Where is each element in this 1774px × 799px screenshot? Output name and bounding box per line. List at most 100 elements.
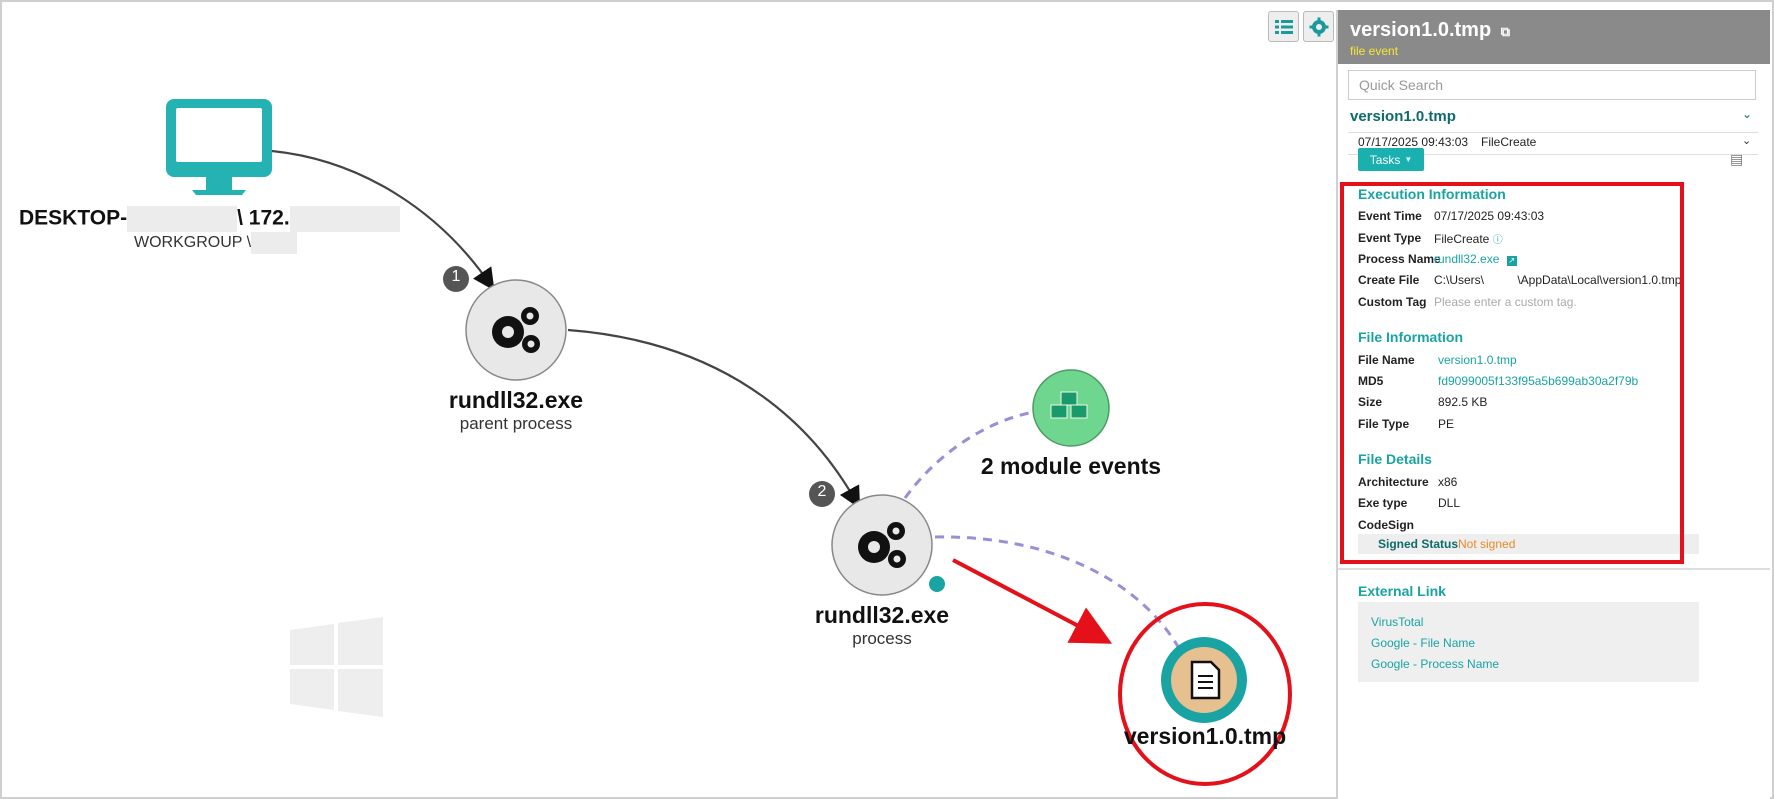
size-value: 892.5 KB	[1438, 395, 1488, 409]
edge-process-to-module	[903, 410, 1035, 499]
file-name-value[interactable]: version1.0.tmp	[1438, 353, 1517, 367]
gears-icon	[858, 522, 906, 568]
divider	[1338, 568, 1770, 570]
module-events-text: 2 module events	[980, 453, 1162, 479]
file-node[interactable]	[1161, 637, 1247, 723]
monitor-icon[interactable]	[166, 99, 272, 195]
file-type-value: PE	[1438, 417, 1455, 431]
list-view-button[interactable]	[1268, 11, 1299, 42]
event-time-label: Event Time	[1358, 209, 1422, 223]
panel-header: version1.0.tmp ⧉ file event	[1338, 10, 1770, 64]
redacted-block	[289, 206, 400, 232]
create-file-label: Create File	[1358, 273, 1420, 287]
details-highlight-box	[1340, 182, 1684, 564]
quick-search-input[interactable]	[1348, 70, 1756, 100]
object-name[interactable]: version1.0.tmp	[1350, 108, 1456, 125]
panel-subtitle: file event	[1350, 44, 1399, 58]
status-dot	[929, 576, 945, 592]
exe-type-value: DLL	[1438, 496, 1461, 510]
file-name-label: File Name	[1358, 353, 1415, 367]
external-link-heading: External Link	[1358, 583, 1446, 599]
file-name-text: version1.0.tmp	[1123, 723, 1287, 749]
custom-tag-label: Custom Tag	[1358, 295, 1427, 309]
step-badge-2	[809, 481, 835, 507]
parent-process-name: rundll32.exe	[448, 387, 584, 413]
process-name-label: Process Name	[1358, 252, 1441, 266]
graph-edges	[166, 99, 1292, 786]
file-details-heading: File Details	[1358, 451, 1432, 467]
step-badge-1	[443, 266, 469, 292]
cubes-icon	[1050, 391, 1088, 419]
host-workgroup-label: WORKGROUP \	[134, 232, 298, 254]
event-type-label: Event Type	[1358, 231, 1422, 245]
panel-title-text: version1.0.tmp	[1350, 19, 1492, 41]
step-badge-1-label: 1	[451, 268, 461, 285]
process-label: rundll32.exe process	[762, 602, 1002, 649]
file-info-heading: File Information	[1358, 329, 1463, 345]
open-link-icon[interactable]: ↗	[1506, 256, 1517, 266]
architecture-label: Architecture	[1358, 475, 1429, 489]
md5-value[interactable]: fd9099005f133f95a5b699ab30a2f79b	[1438, 374, 1639, 388]
windows-logo-icon	[290, 617, 383, 717]
chevron-down-icon[interactable]: ⌄	[1742, 135, 1752, 147]
event-datetime[interactable]: 07/17/2025 09:43:03	[1358, 135, 1469, 149]
module-node[interactable]	[1032, 369, 1110, 447]
external-links-box: VirusTotal Google - File Name Google - P…	[1358, 602, 1699, 682]
parent-process-label: rundll32.exe parent process	[396, 387, 636, 434]
execution-info-heading: Execution Information	[1358, 186, 1506, 202]
gear-icon	[1309, 17, 1328, 36]
md5-label: MD5	[1358, 374, 1384, 388]
file-label[interactable]: version1.0.tmp	[1100, 723, 1310, 750]
event-type-text: FileCreate	[1434, 232, 1490, 246]
edge-file-create-arrow	[952, 558, 1113, 644]
process-name-link[interactable]: rundll32.exe	[1434, 252, 1500, 266]
architecture-value: x86	[1438, 475, 1458, 489]
process-node[interactable]	[831, 494, 945, 596]
host-name-label: DESKTOP-\ 172.	[19, 206, 400, 232]
create-file-value: C:\Users\ \AppData\Local\version1.0.tmp	[1434, 273, 1682, 287]
list-icon	[1274, 19, 1293, 34]
process-name-value[interactable]: rundll32.exe ↗	[1434, 252, 1517, 266]
chevron-down-icon[interactable]: ⌄	[1742, 107, 1753, 121]
parent-process-node[interactable]	[465, 279, 567, 381]
size-label: Size	[1358, 395, 1383, 409]
tasks-button[interactable]: Tasks ▼	[1358, 148, 1424, 171]
link-google-process-name[interactable]: Google - Process Name	[1371, 657, 1500, 671]
event-action[interactable]: FileCreate	[1481, 135, 1537, 149]
link-virustotal[interactable]: VirusTotal	[1371, 615, 1424, 629]
detail-panel: version1.0.tmp ⧉ file event version1.0.t…	[1336, 10, 1770, 799]
settings-button[interactable]	[1303, 11, 1334, 42]
caret-down-icon: ▼	[1404, 155, 1413, 164]
file-highlight-circle	[1118, 602, 1292, 786]
divider	[1348, 132, 1758, 133]
divider	[1348, 154, 1758, 155]
event-time-value: 07/17/2025 09:43:03	[1434, 209, 1545, 223]
edge-parent-to-process	[567, 328, 861, 509]
step-badge-2-label: 2	[817, 483, 827, 500]
redacted-block	[127, 206, 238, 232]
parent-process-role: parent process	[459, 414, 573, 433]
file-type-label: File Type	[1358, 417, 1410, 431]
edge-host-to-parent	[271, 149, 495, 291]
custom-tag-input[interactable]: Please enter a custom tag.	[1434, 295, 1577, 309]
tasks-label: Tasks	[1369, 152, 1401, 167]
workgroup-text: WORKGROUP \	[134, 234, 252, 252]
panel-title: version1.0.tmp ⧉	[1350, 19, 1510, 42]
signed-status-value: Not signed	[1458, 537, 1516, 551]
exe-type-label: Exe type	[1358, 496, 1408, 510]
link-google-file-name[interactable]: Google - File Name	[1371, 636, 1476, 650]
codesign-label: CodeSign	[1358, 518, 1414, 532]
signed-status-label: Signed Status	[1378, 537, 1459, 551]
process-graph[interactable]: 1 2 DESKTOP-\ 172. WORKGROUP \ rundll32.…	[0, 0, 1336, 799]
help-icon[interactable]: ⓘ	[1492, 235, 1503, 246]
gears-icon	[492, 307, 540, 353]
module-events-label[interactable]: 2 module events	[961, 453, 1181, 480]
redacted-block	[251, 232, 298, 254]
signed-status-row: Signed Status Not signed	[1358, 534, 1699, 554]
process-name: rundll32.exe	[814, 602, 950, 628]
table-icon[interactable]: ▤	[1730, 151, 1744, 167]
external-link-icon[interactable]: ⧉	[1500, 24, 1511, 39]
event-type-value: FileCreate ⓘ	[1434, 231, 1503, 246]
host-name-prefix: DESKTOP-	[19, 206, 128, 230]
